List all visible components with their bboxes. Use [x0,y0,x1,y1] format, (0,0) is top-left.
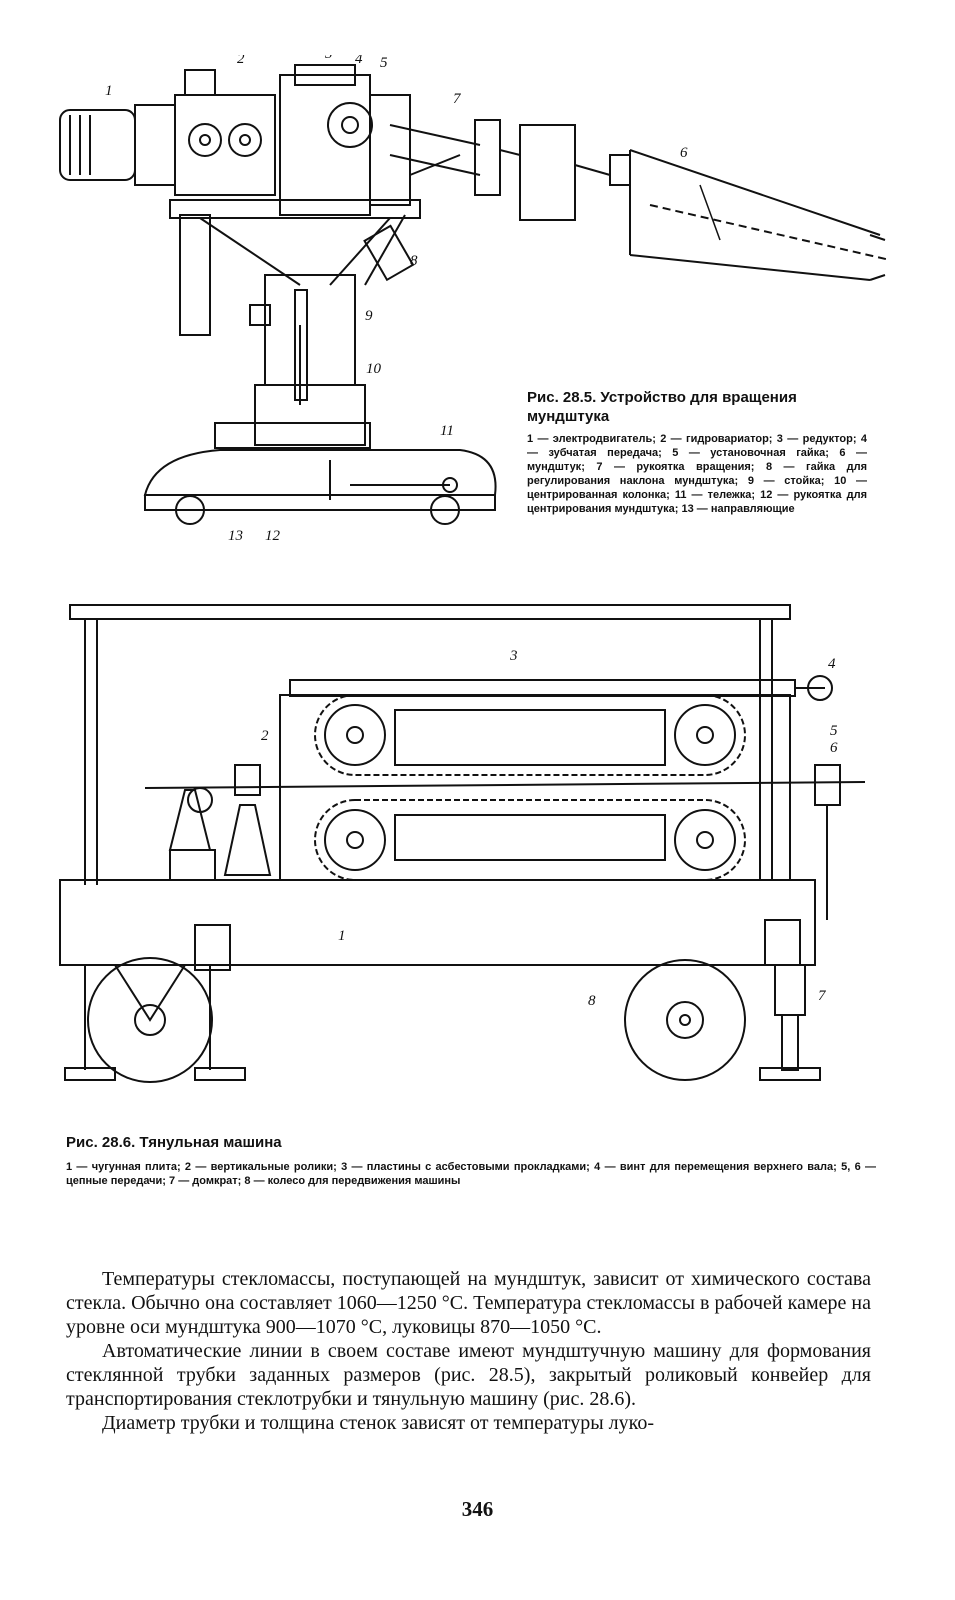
fig1-callout-4: 4 [355,55,363,67]
fig2-callout-6: 6 [830,740,838,756]
bracket-drawing [179,214,211,336]
transport-wheel-drawing [624,959,746,1081]
fig1-callout-3: 3 [324,55,333,62]
tilt-mechanism-drawing [363,154,461,286]
fig1-callout-1: 1 [105,83,113,99]
paragraph-1: Температуры стекломассы, поступающей на … [66,1268,871,1338]
platform-drawing [169,199,421,219]
paragraph-2: Автоматические линии в своем составе име… [66,1340,871,1410]
fig2-callout-5: 5 [830,723,838,739]
housing-drawing [279,694,791,881]
left-wheel-drawing [64,924,246,1083]
fig1-callout-11: 11 [440,423,454,439]
fig2-callout-3: 3 [509,648,518,664]
top-shaft-drawing [289,675,833,701]
figure-28-6-drawing: 1 2 3 4 5 6 7 8 [59,604,866,1083]
fig1-callout-12: 12 [265,528,281,544]
fig2-callout-8: 8 [588,993,596,1009]
motor-drawing [59,104,176,186]
paragraph-3: Диаметр трубки и толщина стенок зависят … [102,1412,654,1434]
chain-drawing [314,694,746,881]
glass-tube-line [144,781,866,789]
vertical-rollers-drawing [168,764,272,881]
fig2-callout-7: 7 [818,988,827,1004]
fig1-callout-8: 8 [410,253,418,269]
fig1-callout-7: 7 [453,91,462,107]
jack-drawing [759,964,821,1081]
carriage-drawing [143,422,497,525]
body-text: Температуры стекломассы, поступающей на … [66,1267,871,1435]
fig1-callout-9: 9 [365,308,373,324]
fig1-callout-13: 13 [228,528,243,544]
cast-iron-plate-drawing [59,879,816,966]
fig1-callout-2: 2 [237,55,245,67]
figure-28-6-caption-title: Рис. 28.6. Тянульная машина [66,1134,282,1151]
stand-drawing [249,274,366,446]
figure-28-5-caption-title: Рис. 28.5. Устройство для вращения мундш… [527,389,797,425]
page-number: 346 [461,1497,494,1521]
figure-28-5-drawing: 1 2 3 4 5 6 7 8 9 10 11 12 13 [59,55,891,544]
fig1-callout-5: 5 [380,55,388,71]
fig2-callout-2: 2 [261,728,269,744]
fig1-callout-10: 10 [366,361,382,377]
fig1-callout-6: 6 [680,145,688,161]
fig2-callout-4: 4 [828,656,836,672]
right-screw-drawing [764,764,841,966]
nozzle-assembly-drawing [389,119,891,281]
fig2-callout-1: 1 [338,928,346,944]
head-drawing [174,64,411,216]
figure-28-6-caption-legend: 1 — чугунная плита; 2 — вертикальные рол… [66,1161,876,1187]
figure-28-5-caption-legend: 1 — электродвигатель; 2 — гидровариатор;… [527,433,867,515]
frame-drawing [69,604,791,885]
